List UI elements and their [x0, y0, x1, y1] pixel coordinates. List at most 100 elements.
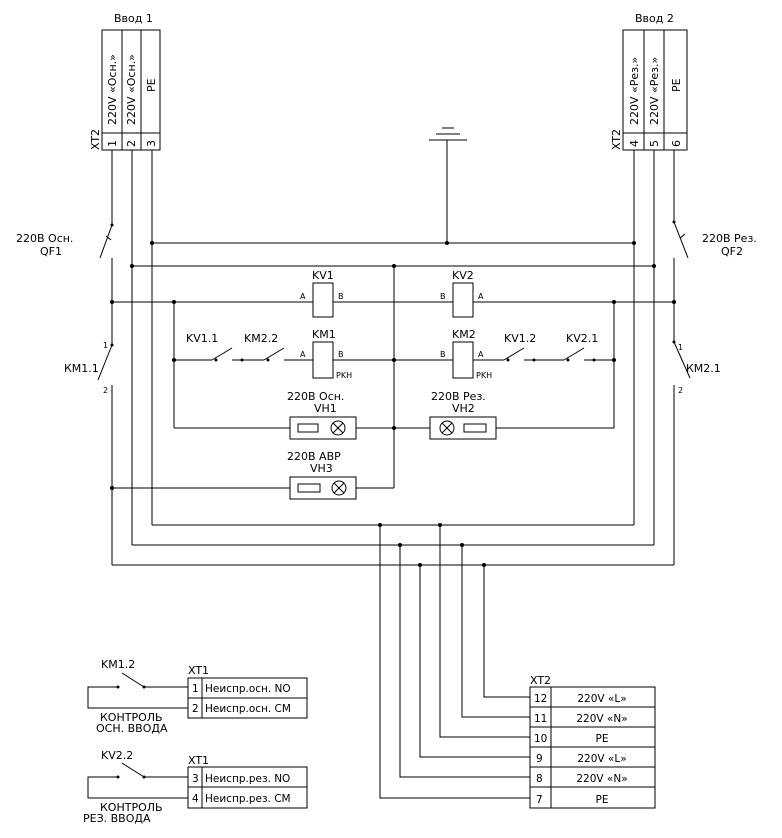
km2-name: KM2 [452, 328, 476, 341]
xt1-row-num: 2 [192, 703, 199, 715]
xt2-row-num: 10 [534, 733, 547, 745]
kv1-pin-b: B [338, 292, 344, 301]
km21-pin2: 2 [678, 386, 683, 395]
km2-circuit: KV1.2 KV2.1 KM2 B A PKH [394, 328, 614, 380]
control-main-caption2: ОСН. ВВОДА [96, 722, 168, 735]
km21-pin1: 1 [678, 343, 683, 352]
xt2-row-num: 8 [536, 773, 543, 785]
kv22-contact-label: KV2.2 [101, 749, 133, 762]
left-feed-wires [111, 150, 153, 565]
kv11-contact-label: KV1.1 [186, 332, 218, 345]
input2-num2: 5 [648, 140, 661, 147]
qf2-label: 220В Рез. [702, 232, 757, 245]
km2-pin-a: A [478, 350, 484, 359]
xt1-reserve-title: XT1 [188, 754, 209, 767]
xt2-row-num: 12 [534, 693, 547, 705]
kv1-pin-a: A [300, 292, 306, 301]
xt1-row-num: 3 [192, 773, 199, 785]
control-reserve: KV2.2 КОНТРОЛЬ РЕЗ. ВВОДА XT1 3 Неиспр.р… [83, 749, 308, 825]
input1-line3: PE [145, 78, 158, 92]
xt2-row-text: PE [596, 733, 609, 745]
input2-block-name: XT2 [610, 129, 623, 150]
vh1-name: VH1 [314, 402, 337, 415]
kv1-relay: KV1 A B [300, 269, 344, 318]
km1-name: KM1 [312, 328, 336, 341]
input2-title: Ввод 2 [635, 12, 674, 25]
vh1-label: 220В Осн. [287, 390, 344, 403]
xt2-row-num: 11 [534, 713, 547, 725]
kv2-pin-a: A [478, 292, 484, 301]
qf1-breaker: 220В Осн. QF1 [16, 223, 114, 259]
xt1-row-text: Неиспр.рез. NO [205, 773, 290, 785]
input2-line1: 220V «Рез.» [628, 57, 641, 125]
km11-name: КМ1.1 [64, 362, 99, 375]
input2-line2: 220V «Рез.» [648, 57, 661, 125]
kv21-contact-label: KV2.1 [566, 332, 598, 345]
xt1-row-text: Неиспр.рез. CM [205, 793, 291, 805]
junction-dots [110, 241, 676, 567]
input1-num2: 2 [125, 140, 138, 147]
input2-terminal-block: Ввод 2 220V «Рез.» 220V «Рез.» PE 4 5 6 … [610, 12, 688, 151]
control-main: KM1.2 КОНТРОЛЬ ОСН. ВВОДА XT1 1 Неиспр.о… [87, 658, 308, 735]
qf1-label: 220В Осн. [16, 232, 73, 245]
qf1-name: QF1 [40, 245, 62, 258]
xt2-title: XT2 [530, 674, 551, 687]
input1-block-name: XT2 [89, 129, 102, 150]
qf2-name: QF2 [721, 245, 743, 258]
vh2-label: 220В Рез. [431, 390, 486, 403]
vh3-label: 220В АВР [287, 450, 341, 463]
control-main-caption1: КОНТРОЛЬ [100, 711, 163, 724]
xt1-main-title: XT1 [188, 664, 209, 677]
xt2-feeders [379, 525, 530, 799]
horizontal-buses [112, 242, 675, 566]
km11-contact: 1 2 КМ1.1 [64, 341, 114, 395]
km11-pin1: 1 [103, 341, 108, 350]
vh3-name: VH3 [310, 462, 333, 475]
vh3-lamp: 220В АВР VH3 [112, 450, 394, 500]
km12-contact-label: KM1.2 [101, 658, 135, 671]
vh1-lamp: 220В Осн. VH1 [174, 390, 394, 440]
xt2-row-text: 220V «L» [577, 693, 626, 705]
xt2-row-num: 7 [536, 794, 543, 806]
km21-name: КМ2.1 [686, 362, 721, 375]
km1-sub: PKH [336, 371, 352, 380]
xt2-row-text: 220V «L» [577, 753, 626, 765]
xt1-row-num: 1 [192, 683, 199, 695]
input1-line1: 220V «Осн.» [106, 54, 119, 125]
kv2-relay: KV2 B A [440, 269, 484, 318]
xt1-row-text: Неиспр.осн. CM [205, 703, 291, 715]
xt2-table: XT2 12 220V «L» 11 220V «N» 10 PE 9 220V… [529, 674, 656, 809]
qf2-breaker: 220В Рез. QF2 [672, 220, 757, 259]
kv2-name: KV2 [452, 269, 474, 282]
xt2-row-text: 220V «N» [576, 773, 627, 785]
kv12-contact-label: KV1.2 [504, 332, 536, 345]
km11-pin2: 2 [103, 386, 108, 395]
kv1-name: KV1 [312, 269, 334, 282]
vh2-lamp: 220В Рез. VH2 [394, 390, 614, 440]
input1-num3: 3 [145, 140, 158, 147]
km1-pin-a: A [300, 350, 306, 359]
kv2-pin-b: B [440, 292, 446, 301]
input2-line3: PE [670, 78, 683, 92]
xt2-row-num: 9 [536, 753, 543, 765]
input2-num3: 6 [670, 140, 683, 147]
vh2-name: VH2 [452, 402, 475, 415]
km1-circuit: KV1.1 KM2.2 KM1 A B PKH [174, 328, 394, 380]
km2-sub: PKH [476, 371, 492, 380]
input1-title: Ввод 1 [114, 12, 153, 25]
right-feed-wires [633, 150, 675, 545]
ground-symbol [429, 127, 467, 243]
input1-num1: 1 [106, 140, 119, 147]
control-reserve-caption1: КОНТРОЛЬ [100, 801, 163, 814]
control-reserve-caption2: РЕЗ. ВВОДА [83, 812, 151, 825]
input1-line2: 220V «Осн.» [125, 54, 138, 125]
xt2-row-text: PE [596, 794, 609, 806]
km2-pin-b: B [440, 350, 446, 359]
km21-contact: 1 2 КМ2.1 [672, 340, 721, 395]
xt2-row-text: 220V «N» [576, 713, 627, 725]
xt1-row-num: 4 [192, 793, 199, 805]
km22-contact-label: KM2.2 [244, 332, 278, 345]
km1-pin-b: B [338, 350, 344, 359]
input1-terminal-block: Ввод 1 220V «Осн.» 220V «Осн.» PE 1 2 3 … [89, 12, 161, 151]
